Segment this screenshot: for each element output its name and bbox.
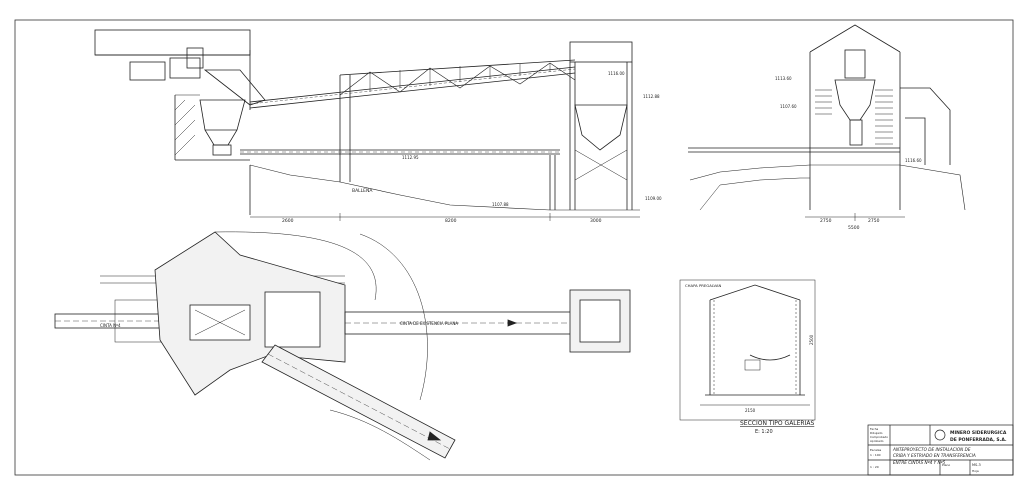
dim-1: 2600 (282, 218, 294, 224)
section-roof (709, 284, 801, 301)
dim-5: 2750 (868, 218, 880, 224)
elev-3: 1112.95 (402, 155, 419, 160)
company-name-2: DE PONFERRADA, S.A. (950, 437, 1007, 443)
dim-3: 3000 (590, 218, 602, 224)
title-block (867, 424, 1014, 476)
left-building-roof (94, 29, 251, 56)
project-title-1: ANTEPROYECTO DE INSTALACION DE (892, 447, 971, 452)
discharge-hopper (574, 104, 628, 151)
elev-5: 1109.00 (645, 196, 662, 201)
tb-plano-label: Plano (942, 463, 950, 467)
tb-row-4: Aprobado (870, 439, 884, 443)
inclined-belt-plan (261, 344, 456, 459)
zone-label: BALLENA (352, 188, 373, 194)
corridor-label: CINTA DE EXISTENCIA PLANA (400, 321, 458, 326)
tb-row-3: Comprobado (870, 435, 888, 439)
company-logo (934, 429, 946, 441)
elev-1: 1116.00 (608, 71, 625, 76)
elev-6: 1116.60 (905, 158, 922, 163)
belt-label: CINTA Nº4 (100, 323, 121, 328)
project-title-2: CRIBA Y ESTRIADO EN TRANSFERENCIA (893, 453, 976, 458)
dim-4: 2750 (820, 218, 832, 224)
dim-8: 2500 (809, 334, 814, 345)
project-title-3: ENTRE CINTAS Nº4 Y Nº5 (893, 460, 946, 465)
main-corridor (344, 311, 576, 335)
tb-scale-label: Escalas (870, 448, 882, 452)
dim-2: 8200 (445, 218, 457, 224)
dim-7: 2150 (745, 408, 756, 413)
belt-idler (749, 354, 791, 361)
tb-row-1: Fecha (870, 427, 878, 431)
section-callout: CHAPA PREGALVAN (685, 283, 721, 288)
company-name-1: MINERO SIDERURGICA (950, 430, 1007, 436)
section-scale: E: 1:20 (755, 429, 773, 435)
tb-sheet-label: Hoja (972, 469, 979, 473)
screen-unit (834, 79, 876, 121)
tb-row-2: Dibujado (870, 431, 883, 435)
section-title: SECCION TIPO GALERIAS (740, 420, 814, 427)
elev-4: 1107.88 (492, 202, 509, 207)
elev-7: 1113.60 (775, 76, 792, 81)
side-roof (809, 24, 901, 53)
elev-2: 1112.88 (643, 94, 660, 99)
side-elevation-view (688, 24, 966, 221)
right-building (569, 41, 633, 63)
gallery-section-detail (679, 279, 816, 421)
tb-dwg-number: MS-3 (972, 463, 981, 467)
plan-view (54, 231, 631, 461)
tb-scale-2: 1 : 20 (870, 465, 879, 469)
elev-8: 1107.60 (780, 104, 797, 109)
dim-6: 5500 (848, 225, 860, 231)
main-elevation-view (94, 29, 640, 221)
truss-top-chord (339, 59, 576, 76)
sheet-border (14, 19, 1014, 476)
tb-scale-1: 1 : 100 (870, 453, 881, 457)
incline-belt-line (249, 66, 576, 103)
hopper (199, 99, 246, 146)
